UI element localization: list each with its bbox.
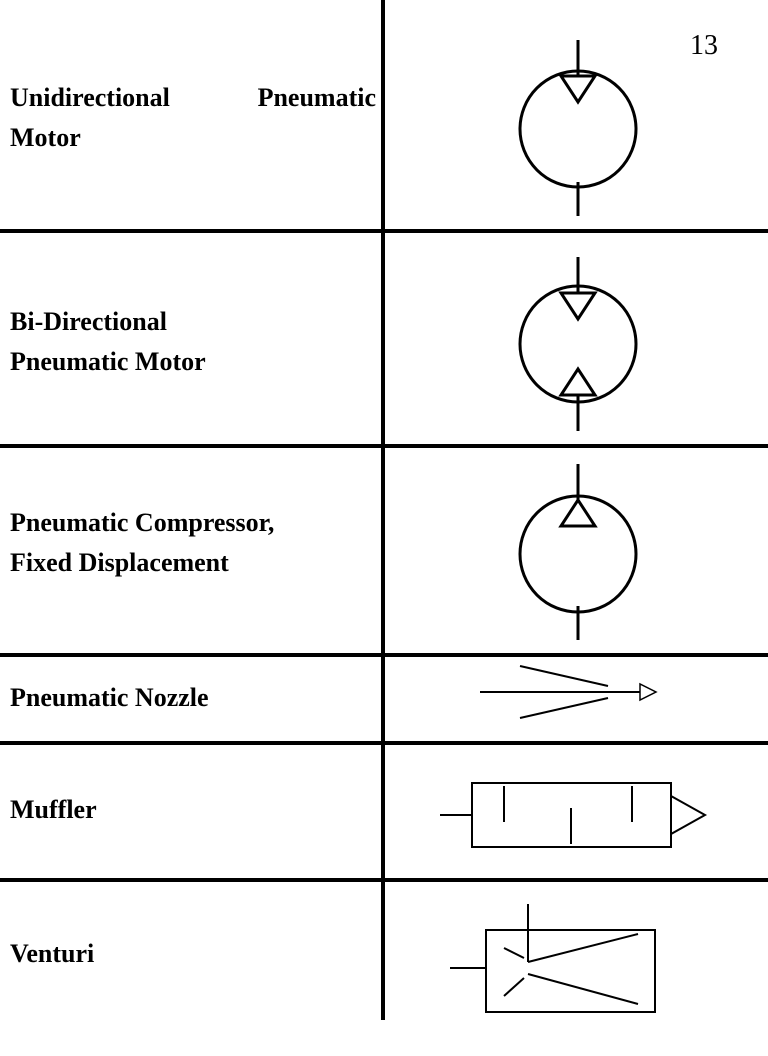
label-line: Pneumatic Nozzle bbox=[10, 683, 209, 712]
label-line: Bi-Directional bbox=[10, 307, 167, 336]
table-row-divider bbox=[0, 444, 768, 448]
row-label-pneumatic-compressor: Pneumatic Compressor, Fixed Displacement bbox=[10, 503, 274, 583]
table-row-divider bbox=[0, 229, 768, 233]
pneumatic-compressor-symbol bbox=[518, 464, 638, 640]
label-line: Pneumatic Motor bbox=[10, 347, 206, 376]
label-line: Muffler bbox=[10, 795, 97, 824]
row-label-pneumatic-nozzle: Pneumatic Nozzle bbox=[10, 678, 209, 718]
label-word: Pneumatic bbox=[257, 83, 376, 112]
page-number: 13 bbox=[690, 30, 718, 61]
row-label-bidirectional-pneumatic-motor: Bi-Directional Pneumatic Motor bbox=[10, 302, 206, 382]
label-word: Motor bbox=[10, 123, 81, 152]
row-label-muffler: Muffler bbox=[10, 790, 97, 830]
table-column-divider bbox=[381, 0, 385, 1020]
label-line: Venturi bbox=[10, 939, 95, 968]
label-line: Fixed Displacement bbox=[10, 548, 229, 577]
table-row-divider bbox=[0, 741, 768, 745]
row-label-venturi: Venturi bbox=[10, 934, 94, 974]
unidirectional-pneumatic-motor-symbol bbox=[518, 40, 638, 216]
bidirectional-pneumatic-motor-symbol bbox=[518, 257, 638, 431]
muffler-symbol bbox=[440, 782, 708, 848]
table-row-divider bbox=[0, 878, 768, 882]
label-line: Pneumatic Compressor, bbox=[10, 508, 275, 537]
pneumatic-nozzle-symbol bbox=[480, 665, 658, 719]
label-word: Unidirectional bbox=[10, 83, 170, 112]
row-label-unidirectional-pneumatic-motor: Unidirectional Pneumatic Motor bbox=[10, 78, 376, 158]
table-row-divider bbox=[0, 653, 768, 657]
venturi-symbol bbox=[450, 904, 656, 1013]
